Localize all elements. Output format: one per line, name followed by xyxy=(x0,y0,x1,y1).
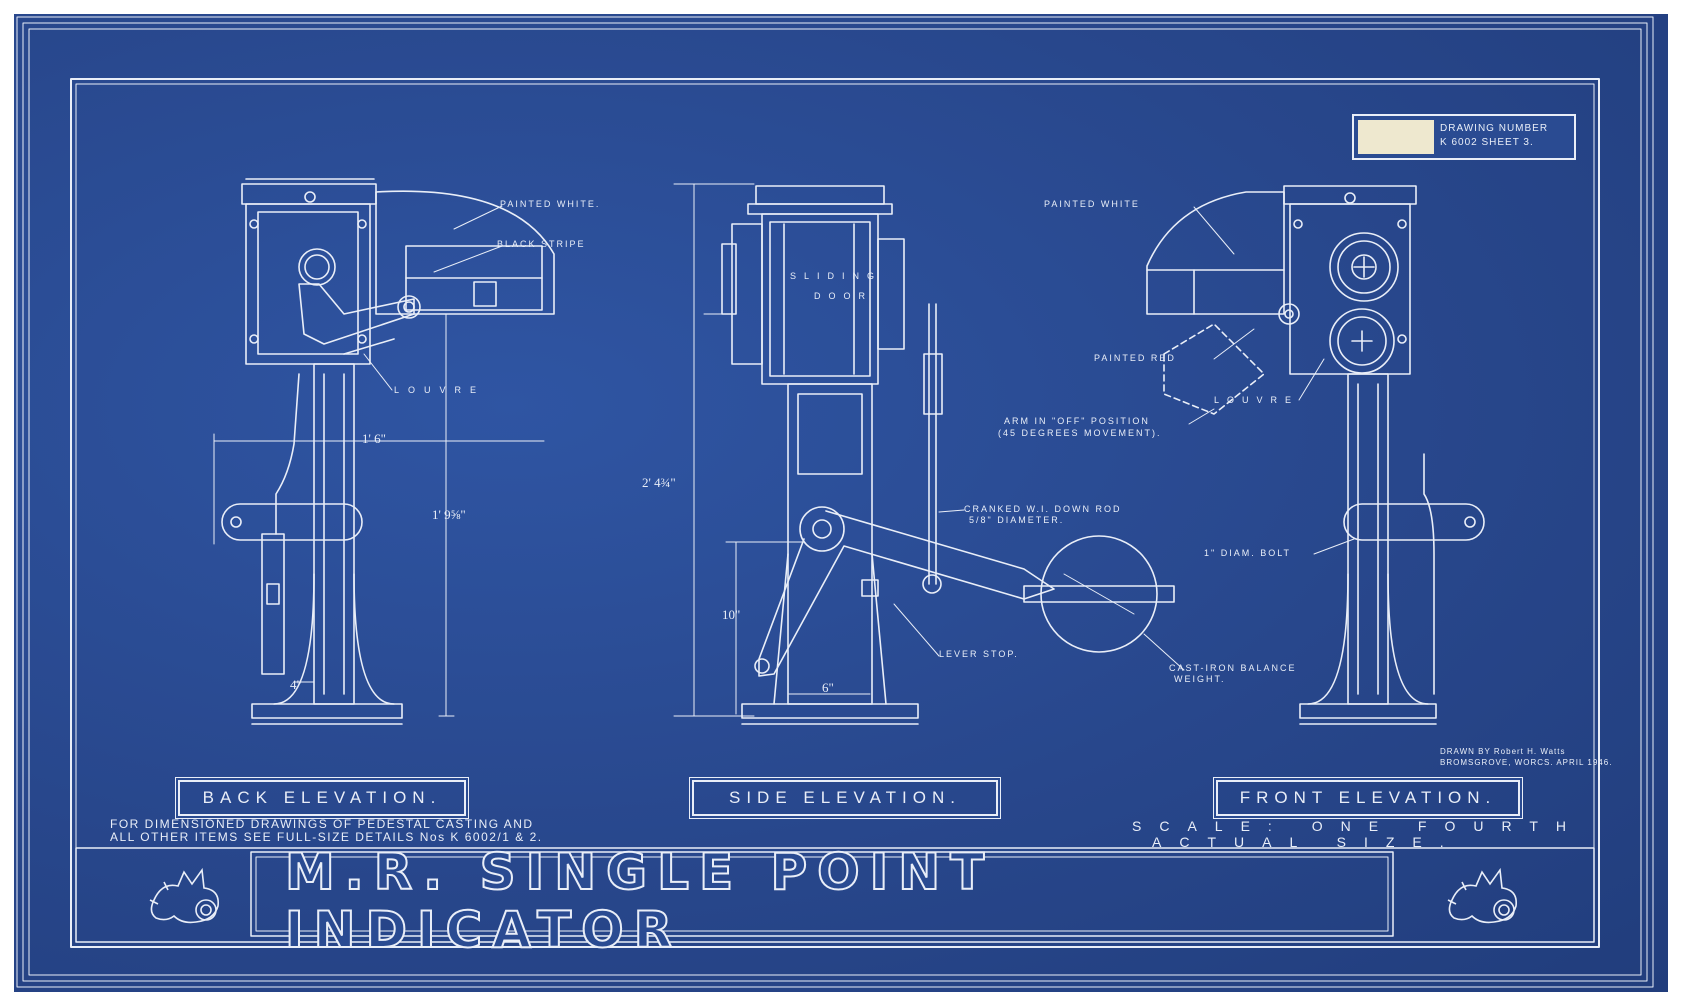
label-down-rod-2: 5/8" DIAMETER. xyxy=(969,515,1065,525)
dim-side-height: 2' 4¾" xyxy=(642,475,676,490)
front-elevation-drawing xyxy=(1146,185,1485,725)
notes-block: FOR DIMENSIONED DRAWINGS OF PEDESTAL CAS… xyxy=(110,818,543,844)
label-balance-1: CAST-IRON BALANCE xyxy=(1169,663,1297,673)
label-arm-off-2: (45 DEGREES MOVEMENT). xyxy=(998,428,1162,438)
scale-line-1: SCALE: ONE FOURTH xyxy=(1132,818,1584,834)
view-label-side: SIDE ELEVATION. xyxy=(692,780,998,816)
label-painted-white-front: PAINTED WHITE xyxy=(1044,199,1140,209)
label-bolt: 1" DIAM. BOLT xyxy=(1204,548,1292,558)
view-label-back: BACK ELEVATION. xyxy=(178,780,466,816)
drawn-by-block: DRAWN BY Robert H. Watts BROMSGROVE, WOR… xyxy=(1440,746,1612,768)
dim-back-width: 1' 6" xyxy=(362,431,386,446)
tape-patch xyxy=(1358,120,1434,154)
note-line-2: ALL OTHER ITEMS SEE FULL-SIZE DETAILS No… xyxy=(110,830,543,844)
side-elevation-drawing xyxy=(673,183,1185,725)
blueprint-linework xyxy=(16,16,1654,988)
dim-back-base: 4" xyxy=(290,677,302,692)
drawing-number-label: DRAWING NUMBER xyxy=(1440,123,1549,134)
drawn-by-line-1: DRAWN BY Robert H. Watts xyxy=(1440,747,1566,756)
label-louvre-back: LOUVRE xyxy=(394,385,486,395)
label-down-rod-1: CRANKED W.I. DOWN ROD xyxy=(964,504,1122,514)
dim-back-height: 1' 9⅝" xyxy=(432,507,466,522)
label-painted-white-back: PAINTED WHITE. xyxy=(500,199,601,209)
label-louvre-front: LOUVRE xyxy=(1214,395,1300,405)
dim-side-base: 6" xyxy=(822,680,834,695)
label-door: DOOR xyxy=(814,291,873,301)
view-label-front: FRONT ELEVATION. xyxy=(1216,780,1520,816)
drawn-by-line-2: BROMSGROVE, WORCS. APRIL 1946. xyxy=(1440,758,1613,767)
drawing-number-value: K 6002 SHEET 3. xyxy=(1440,137,1534,148)
drawing-title: M.R. SINGLE POINT INDICATOR xyxy=(284,842,995,960)
label-black-stripe: BLACK STRIPE xyxy=(497,239,586,249)
label-balance-2: WEIGHT. xyxy=(1174,674,1226,684)
label-lever-stop: LEVER STOP. xyxy=(939,649,1019,659)
note-line-1: FOR DIMENSIONED DRAWINGS OF PEDESTAL CAS… xyxy=(110,817,534,831)
blueprint-sheet: DRAWING NUMBER K 6002 SHEET 3. PAINTED W… xyxy=(14,14,1668,992)
label-sliding: SLIDING xyxy=(790,271,883,281)
drawing-number-box: DRAWING NUMBER K 6002 SHEET 3. xyxy=(1352,114,1576,160)
scale-block: SCALE: ONE FOURTH ACTUAL SIZE. xyxy=(1132,818,1592,850)
scale-line-2: ACTUAL SIZE. xyxy=(1152,834,1462,850)
dragon-emblem-icon xyxy=(1447,867,1518,924)
dragon-emblem-icon xyxy=(149,867,220,924)
dim-side-lower: 10" xyxy=(722,607,741,622)
label-painted-red: PAINTED RED xyxy=(1094,353,1176,363)
back-elevation-drawing xyxy=(213,178,555,725)
label-arm-off-1: ARM IN "OFF" POSITION xyxy=(1004,416,1150,426)
